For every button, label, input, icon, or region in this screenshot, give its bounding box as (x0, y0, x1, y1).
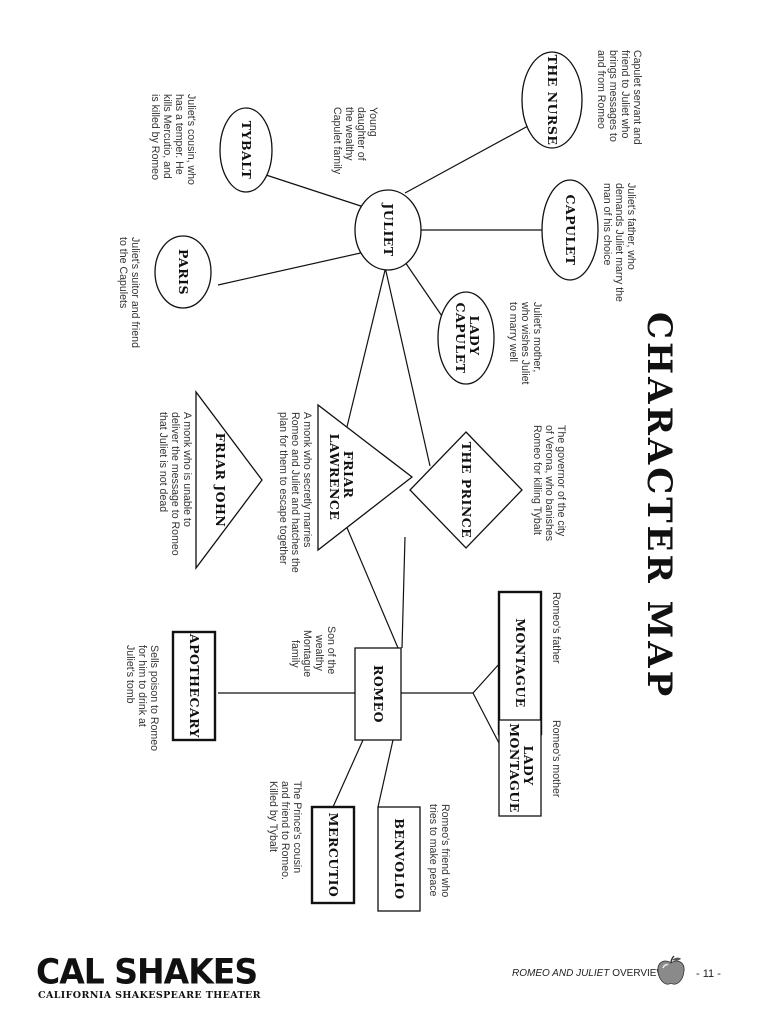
friar-lawrence-description: A monk who secretly marries Romeo and Ju… (277, 412, 313, 576)
node-friar-lawrence: FRIAR LAWRENCE A monk who secretly marri… (277, 403, 414, 576)
mercutio-label: MERCUTIO (326, 813, 341, 898)
edge-parents-lady-montague (472, 692, 501, 746)
lady-capulet-description: Juliet's mother, who wishes Juliet to ma… (507, 301, 543, 387)
nurse-ellipse (521, 51, 583, 149)
cal-shakes-logo: CAL SHAKES (36, 951, 258, 992)
edge-juliet-prince (382, 257, 431, 467)
apothecary-description: Sells poison to Romeo for him to drink a… (124, 645, 160, 754)
rotated-map: CHARACTER MAP JULIET Young daughter of t… (117, 50, 679, 912)
edge-romeo-mercutio (332, 739, 364, 808)
edge-prince-romeo (401, 536, 406, 649)
mercutio-box (310, 805, 356, 905)
lady-capulet-label: LADY CAPULET (453, 302, 482, 373)
friar-john-description: A monk who is unable to deliver the mess… (157, 412, 193, 559)
node-benvolio: BENVOLIO Romeo's friend who tries to mak… (377, 804, 451, 912)
edge-juliet-friar-lawrence (344, 257, 389, 436)
tybalt-label: TYBALT (239, 121, 254, 180)
page-footer: CAL SHAKES CALIFORNIA SHAKESPEARE THEATE… (0, 940, 768, 1024)
node-lady-montague: LADY MONTAGUE Romeo's mother (498, 719, 562, 817)
cal-shakes-logo-subtitle: CALIFORNIA SHAKESPEARE THEATER (38, 990, 261, 1001)
lady-capulet-ellipse (437, 291, 495, 385)
node-lady-capulet: LADY CAPULET Juliet's mother, who wishes… (437, 291, 543, 387)
edge-juliet-nurse (404, 125, 529, 194)
node-capulet: CAPULET Juliet's father, who demands Jul… (541, 179, 637, 305)
tybalt-description: Juliet's cousin, who has a temper. He ki… (149, 94, 197, 188)
document-title-section: OVERVIEW (609, 968, 666, 979)
benvolio-description: Romeo's friend who tries to make peace (427, 804, 451, 900)
friar-john-label: FRIAR JOHN (213, 433, 228, 528)
prince-label: THE PRINCE (459, 442, 474, 539)
mercutio-description: The Prince's cousin and friend to Romeo.… (267, 781, 303, 883)
prince-diamond (409, 431, 523, 549)
node-romeo: ROMEO Son of the wealthy Montague family (289, 626, 402, 741)
lady-montague-label: LADY MONTAGUE (507, 723, 536, 813)
friar-john-triangle (195, 390, 263, 570)
romeo-description: Son of the wealthy Montague family (289, 626, 337, 680)
node-the-nurse: THE NURSE Capulet servant and friend to … (521, 50, 643, 149)
friar-lawrence-triangle (317, 403, 414, 552)
node-friar-john: FRIAR JOHN A monk who is unable to deliv… (157, 390, 263, 570)
apothecary-box (171, 630, 217, 742)
nurse-description: Capulet servant and friend to Juliet who… (595, 50, 643, 148)
edge-juliet-paris (217, 251, 366, 286)
romeo-label: ROMEO (371, 665, 386, 723)
paris-ellipse (154, 235, 212, 309)
capulet-description: Juliet's father, who demands Juliet marr… (601, 183, 637, 305)
node-paris: PARIS Juliet's suitor and friend to the … (117, 235, 212, 351)
apothecary-label: APOTHECARY (187, 633, 202, 739)
edge-juliet-tybalt (265, 174, 374, 211)
romeo-box (354, 647, 402, 741)
juliet-ellipse (354, 189, 422, 271)
node-tybalt: TYBALT Juliet's cousin, who has a temper… (149, 94, 273, 193)
edges (217, 125, 546, 808)
document-title: ROMEO AND JULIET OVERVIEW (512, 968, 666, 979)
lady-montague-box (498, 719, 542, 817)
page-number: - 11 - (696, 968, 721, 980)
benvolio-label: BENVOLIO (392, 818, 407, 899)
benvolio-box (377, 806, 421, 912)
montague-label: MONTAGUE (513, 618, 528, 708)
edge-friar-lawrence-romeo (344, 522, 399, 649)
apple-icon (657, 955, 685, 985)
node-juliet: JULIET Young daughter of the wealthy Cap… (331, 107, 422, 271)
paris-label: PARIS (176, 249, 191, 295)
tybalt-ellipse (219, 107, 273, 193)
juliet-label: JULIET (381, 202, 396, 256)
capulet-label: CAPULET (563, 194, 578, 265)
friar-lawrence-label: FRIAR LAWRENCE (327, 434, 356, 521)
edge-juliet-lady-capulet (404, 261, 447, 323)
node-montague: MONTAGUE Romeo's father (497, 590, 562, 736)
paris-description: Juliet's suitor and friend to the Capule… (117, 237, 141, 351)
edge-romeo-benvolio (377, 739, 394, 808)
nurse-label: THE NURSE (545, 55, 560, 146)
montague-description: Romeo's father (550, 592, 562, 664)
lady-montague-description: Romeo's mother (550, 720, 562, 798)
node-apothecary: APOTHECARY Sells poison to Romeo for him… (124, 630, 217, 754)
document-title-play: ROMEO AND JULIET (512, 968, 610, 979)
edge-parents-montague (472, 662, 501, 694)
juliet-description: Young daughter of the wealthy Capulet fa… (331, 107, 379, 175)
capulet-ellipse (541, 179, 599, 281)
prince-description: The governor of the city of Verona, who … (531, 425, 567, 544)
node-the-prince: THE PRINCE The governor of the city of V… (409, 425, 567, 549)
node-mercutio: MERCUTIO The Prince's cousin and friend … (267, 781, 356, 905)
map-title: CHARACTER MAP (639, 312, 679, 699)
